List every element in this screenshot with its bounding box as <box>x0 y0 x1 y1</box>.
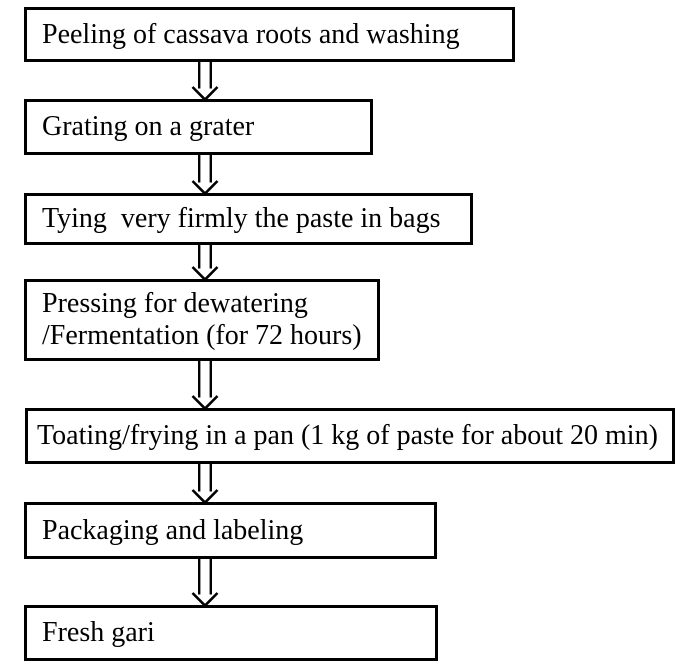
flow-step-toasting-frying: Toating/frying in a pan (1 kg of paste f… <box>25 408 675 464</box>
flow-step-label: Toating/frying in a pan (1 kg of paste f… <box>37 420 658 451</box>
double-down-arrow-icon <box>191 558 219 608</box>
flow-step-tying: Tying very firmly the paste in bags <box>24 193 473 245</box>
double-down-arrow-icon <box>191 463 219 505</box>
flow-step-peeling: Peeling of cassava roots and washing <box>24 7 515 62</box>
flow-step-label: Grating on a grater <box>42 111 255 142</box>
flow-step-label: Tying very firmly the paste in bags <box>42 203 441 234</box>
double-down-arrow-icon <box>191 244 219 282</box>
flow-step-grating: Grating on a grater <box>24 99 373 155</box>
flow-step-pressing-fermentation: Pressing for dewatering /Fermentation (f… <box>24 279 380 361</box>
flow-step-fresh-gari: Fresh gari <box>24 605 438 661</box>
double-down-arrow-icon <box>191 61 219 102</box>
flow-step-label: Pressing for dewatering /Fermentation (f… <box>42 288 362 351</box>
flow-step-label: Fresh gari <box>42 617 155 648</box>
double-down-arrow-icon <box>191 154 219 196</box>
double-down-arrow-icon <box>191 360 219 411</box>
flow-step-label: Packaging and labeling <box>42 514 304 546</box>
flow-step-packaging-labeling: Packaging and labeling <box>24 502 437 559</box>
flow-step-label: Peeling of cassava roots and washing <box>42 18 460 50</box>
